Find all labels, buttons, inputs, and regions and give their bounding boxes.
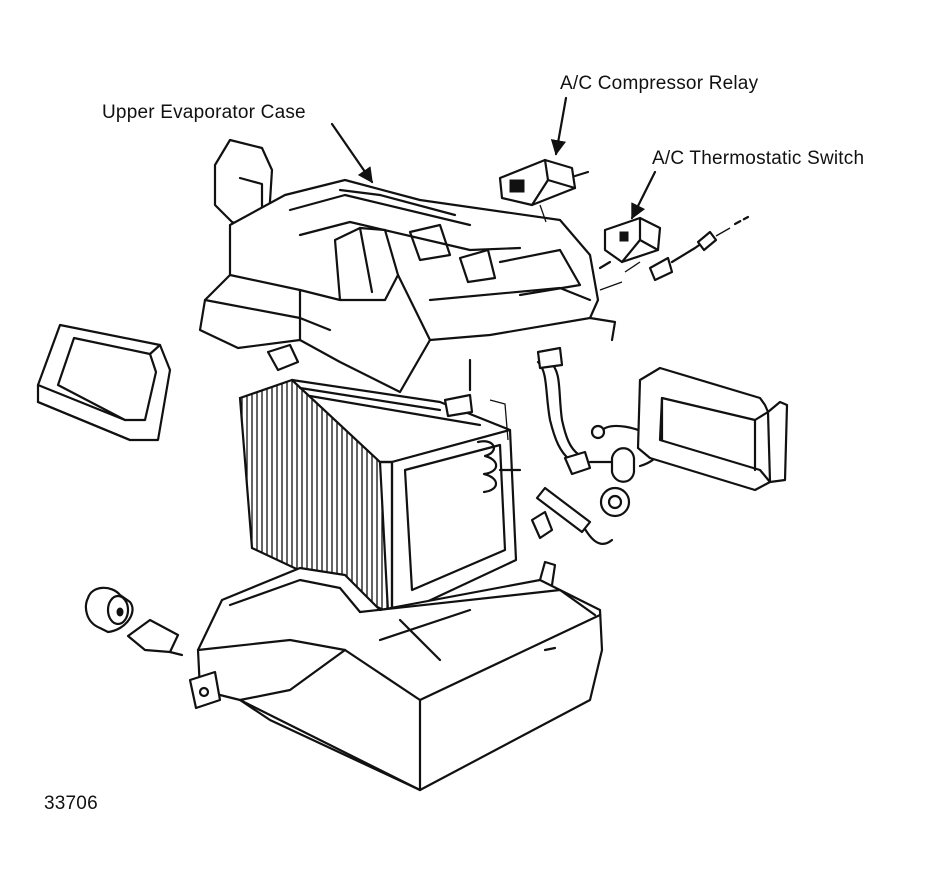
label-thermostatic-switch: A/C Thermostatic Switch <box>652 148 865 169</box>
label-upper-evaporator-case: Upper Evaporator Case <box>102 102 306 123</box>
thermostatic-switch <box>599 215 750 291</box>
upper-evaporator-case <box>198 138 617 394</box>
left-duct-seal <box>36 323 172 442</box>
label-compressor-relay: A/C Compressor Relay <box>560 73 759 94</box>
blower-parts <box>84 586 184 657</box>
expansion-valve-assembly <box>443 346 662 545</box>
leader-arrows <box>330 96 657 220</box>
right-duct-seal <box>636 366 789 492</box>
figure-number: 33706 <box>44 793 98 814</box>
evaporator-core <box>238 378 522 614</box>
lower-evaporator-case <box>188 560 604 792</box>
compressor-relay <box>498 158 590 223</box>
